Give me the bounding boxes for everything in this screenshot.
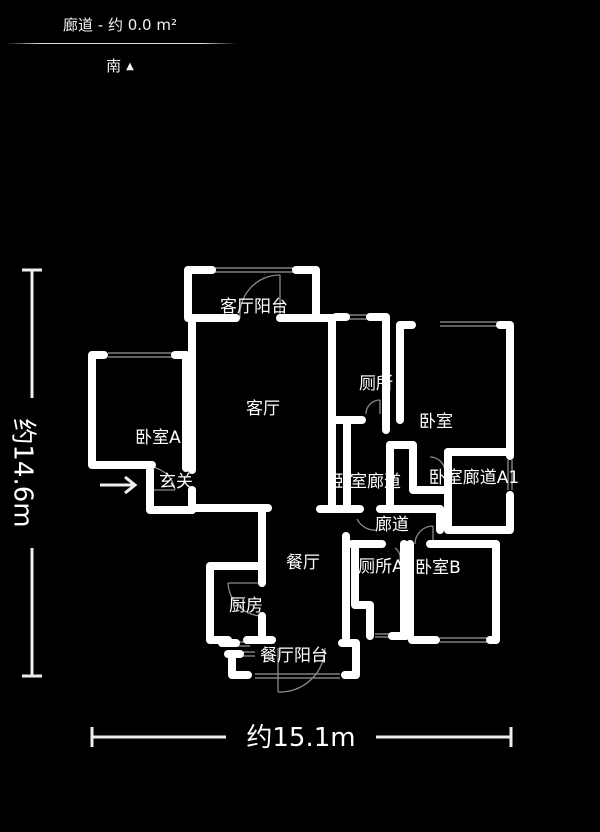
north-arrow-icon: ▲ [126,61,134,72]
room-dining-balcony[interactable]: 餐厅阳台 [260,646,328,666]
width-dimension-label: 约15.1m [246,723,355,753]
selected-room-title: 廊道 - 约 0.0 m² [63,16,177,34]
room-corridor[interactable]: 廊道 [375,515,409,535]
info-header: 廊道 - 约 0.0 m² 南▲ [0,0,240,90]
walls [88,266,514,679]
room-bedroom-corridor-a1[interactable]: 卧室廊道A1 [429,468,519,488]
room-living-room[interactable]: 客厅 [246,399,280,419]
windows [108,267,513,679]
width-dimension [90,727,513,747]
entrance-arrow-icon [100,475,138,495]
compass-indicator[interactable]: 南▲ [0,55,240,76]
room-dining-room[interactable]: 餐厅 [286,553,320,573]
room-bedroom[interactable]: 卧室 [419,412,453,432]
room-toilet[interactable]: 厕所 [359,374,393,394]
room-entrance[interactable]: 玄关 [159,472,193,492]
room-toilet-a[interactable]: 厕所A [358,557,404,577]
header-divider [5,43,237,44]
room-bedroom-corridor[interactable]: 卧室廊道 [333,472,401,492]
room-bedroom-b[interactable]: 卧室B [415,558,461,578]
compass-label: 南 [106,57,122,75]
room-kitchen[interactable]: 厨房 [229,596,263,616]
room-bedroom-a[interactable]: 卧室A [135,428,181,448]
height-dimension-label: 约14.6m [8,418,38,527]
height-dimension [22,268,42,678]
room-living-balcony[interactable]: 客厅阳台 [220,297,288,317]
